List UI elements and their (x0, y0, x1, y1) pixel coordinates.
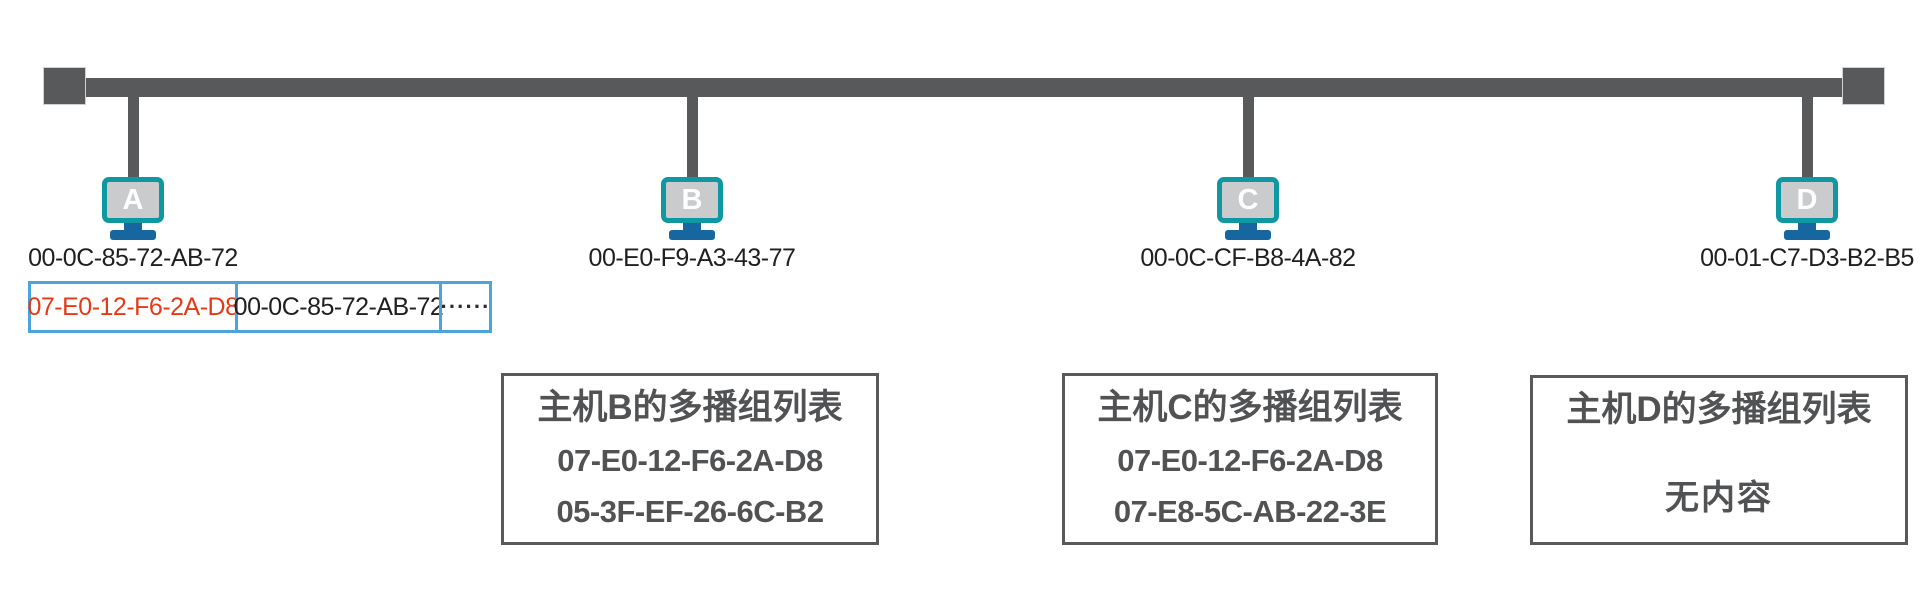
host-a-multicast-address-table: 07-E0-12-F6-2A-D8 00-0C-85-72-AB-72 ····… (27, 281, 492, 333)
host-c: C 00-0C-CF-B8-4A-82 (1088, 88, 1408, 273)
host-d-drop-cable (1801, 88, 1813, 177)
host-c-computer-icon: C (1217, 177, 1279, 223)
host-c-mac-address: 00-0C-CF-B8-4A-82 (1140, 244, 1356, 272)
host-b: B 00-E0-F9-A3-43-77 (532, 88, 852, 273)
host-b-multicast-group-list: 主机B的多播组列表 07-E0-12-F6-2A-D8 05-3F-EF-26-… (501, 373, 879, 545)
host-d-monitor-base (1784, 230, 1830, 240)
table-cell-multicast-address: 07-E0-12-F6-2A-D8 (27, 292, 239, 321)
host-b-letter: B (681, 183, 703, 216)
host-d-mac-address: 00-01-C7-D3-B2-B5 (1700, 244, 1914, 272)
host-b-monitor-base (669, 230, 715, 240)
host-b-mac-address: 00-E0-F9-A3-43-77 (588, 244, 796, 272)
host-a: A 00-0C-85-72-AB-72 (0, 88, 293, 273)
group-list-entry: 07-E0-12-F6-2A-D8 (1117, 443, 1383, 478)
host-a-computer-icon: A (102, 177, 164, 223)
host-b-monitor-stand (683, 223, 701, 230)
group-list-entry: 05-3F-EF-26-6C-B2 (556, 494, 824, 529)
group-list-title-c: 主机C的多播组列表 (1097, 388, 1403, 427)
host-a-drop-cable (127, 88, 139, 177)
host-b-drop-cable (686, 88, 698, 177)
host-c-drop-cable (1242, 88, 1254, 177)
host-d-multicast-group-list: 主机D的多播组列表 无内容 (1530, 375, 1908, 545)
group-list-entry: 07-E0-12-F6-2A-D8 (557, 443, 823, 478)
host-c-letter: C (1237, 183, 1259, 216)
group-list-entry: 无内容 (1665, 479, 1773, 517)
host-a-mac-address: 00-0C-85-72-AB-72 (28, 244, 238, 272)
bus-terminator-right (1842, 67, 1885, 105)
host-a-monitor-base (110, 230, 156, 240)
table-cell-ellipsis: ······ (439, 284, 489, 330)
group-list-title-b: 主机B的多播组列表 (537, 388, 843, 427)
host-d-letter: D (1796, 183, 1818, 216)
host-a-monitor-stand (124, 223, 142, 230)
host-c-monitor-base (1225, 230, 1271, 240)
ethernet-bus-cable (43, 78, 1885, 97)
group-list-entry: 07-E8-5C-AB-22-3E (1113, 494, 1387, 529)
host-b-computer-icon: B (661, 177, 723, 223)
host-d: D 00-01-C7-D3-B2-B5 (1647, 88, 1920, 273)
host-c-multicast-group-list: 主机C的多播组列表 07-E0-12-F6-2A-D8 07-E8-5C-AB-… (1062, 373, 1438, 545)
host-d-monitor-stand (1798, 223, 1816, 230)
group-list-title-d: 主机D的多播组列表 (1566, 390, 1872, 429)
host-a-letter: A (122, 183, 144, 216)
host-c-monitor-stand (1239, 223, 1257, 230)
host-d-computer-icon: D (1776, 177, 1838, 223)
bus-terminator-left (43, 67, 86, 105)
table-cell-own-mac-address: 00-0C-85-72-AB-72 (234, 284, 444, 330)
